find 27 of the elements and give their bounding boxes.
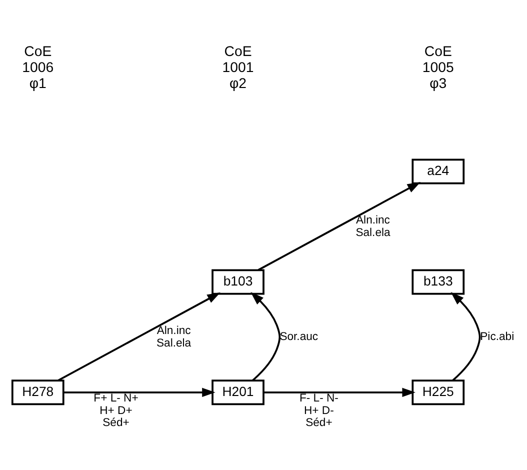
node-box: b133 bbox=[412, 269, 465, 295]
label: φ3 bbox=[430, 74, 447, 91]
label: CoE bbox=[24, 42, 52, 59]
edge-label: Sor.auc bbox=[280, 331, 318, 344]
edge-label: Pic.abi bbox=[480, 331, 514, 344]
arrow bbox=[250, 292, 281, 382]
label: 1006 bbox=[22, 58, 54, 75]
edge-label: Aln.inc Sal.ela bbox=[356, 214, 390, 239]
node-box: H278 bbox=[11, 380, 64, 406]
label: 1001 bbox=[222, 58, 254, 75]
node-box: a24 bbox=[412, 158, 465, 184]
edge-label: Aln.inc Sal.ela bbox=[156, 324, 192, 350]
arrow bbox=[58, 292, 220, 382]
arrow bbox=[264, 388, 416, 398]
label: CoE bbox=[224, 42, 252, 59]
label: 1005 bbox=[422, 58, 454, 75]
label: CoE bbox=[424, 42, 452, 59]
arrow bbox=[258, 182, 421, 271]
label: φ1 bbox=[29, 74, 46, 91]
node-box: H225 bbox=[412, 380, 465, 406]
node-box: b103 bbox=[212, 269, 264, 295]
edge-label: F+ L- N+ H+ D+ Séd+ bbox=[94, 392, 138, 430]
label: φ2 bbox=[229, 74, 247, 91]
edge-label: F- L- N- H+ D- Séd+ bbox=[299, 392, 338, 430]
node-box: H201 bbox=[212, 380, 264, 406]
arrow bbox=[450, 292, 481, 382]
arrow bbox=[64, 388, 216, 398]
